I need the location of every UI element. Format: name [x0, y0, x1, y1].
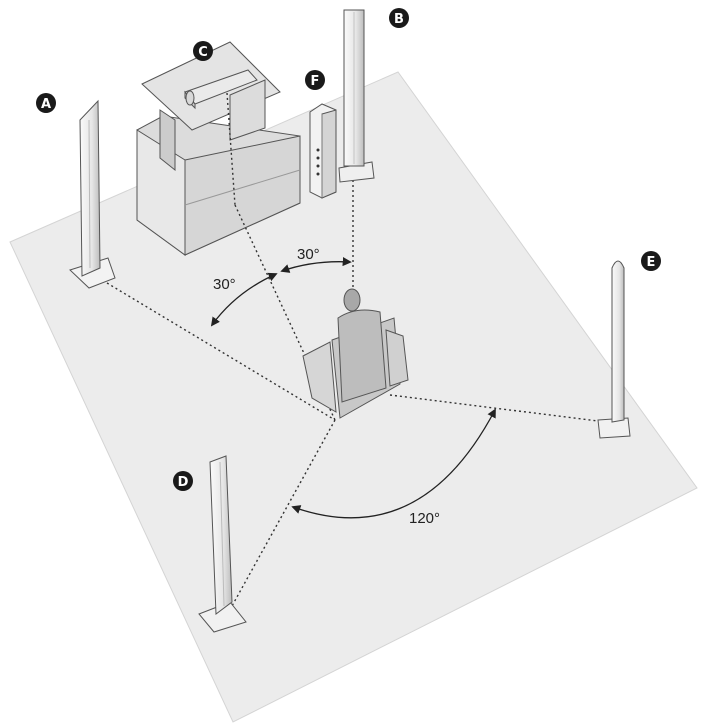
badge-e-text: E [647, 255, 656, 270]
badge-d-text: D [178, 475, 189, 490]
angle-label-rear: 120° [409, 510, 440, 527]
badge-f: F [305, 70, 325, 90]
angle-label-right: 30° [297, 246, 320, 263]
badge-b-text: B [394, 12, 404, 27]
speaker-d [198, 455, 247, 633]
listener-armchair [302, 288, 409, 419]
badge-f-text: F [311, 74, 320, 89]
speaker-b [338, 9, 375, 183]
speaker-f-subwoofer [309, 103, 337, 199]
angle-arcs [210, 257, 496, 519]
badge-d: D [173, 471, 193, 491]
badge-c-text: C [198, 45, 208, 60]
angle-label-left: 30° [213, 276, 236, 293]
badge-a-text: A [41, 97, 51, 112]
speaker-a [69, 99, 116, 289]
speaker-c [184, 69, 258, 110]
badge-e: E [641, 251, 661, 271]
speaker-e [597, 260, 631, 439]
badge-c: C [193, 41, 213, 61]
badge-a: A [36, 93, 56, 113]
badge-b: B [389, 8, 409, 28]
